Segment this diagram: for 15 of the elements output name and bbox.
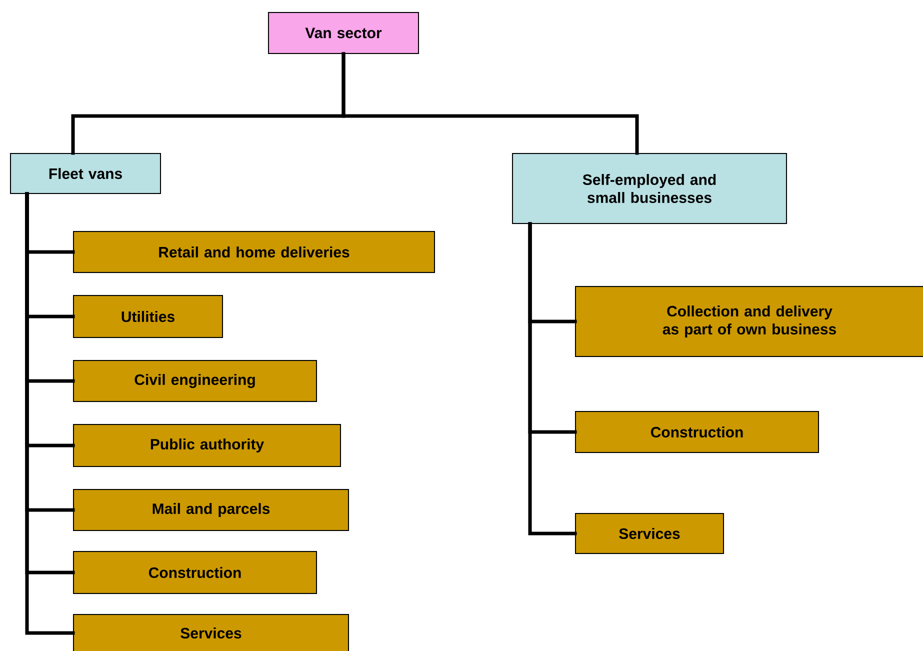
category-box: Public authority xyxy=(73,424,341,467)
category-box: Collection and delivery as part of own business xyxy=(575,286,923,357)
connector-line xyxy=(342,52,639,155)
category-box: Construction xyxy=(73,551,317,594)
connector-line xyxy=(528,222,577,536)
category-box: Self-employed and small businesses xyxy=(512,153,787,224)
category-box: Mail and parcels xyxy=(73,489,349,531)
category-box: Van sector xyxy=(268,12,419,54)
category-box: Services xyxy=(73,614,349,651)
category-box: Fleet vans xyxy=(10,153,161,194)
category-box: Utilities xyxy=(73,295,223,338)
category-box: Services xyxy=(575,513,724,554)
category-box: Construction xyxy=(575,411,819,453)
category-box: Civil engineering xyxy=(73,360,317,402)
category-box: Retail and home deliveries xyxy=(73,231,435,273)
